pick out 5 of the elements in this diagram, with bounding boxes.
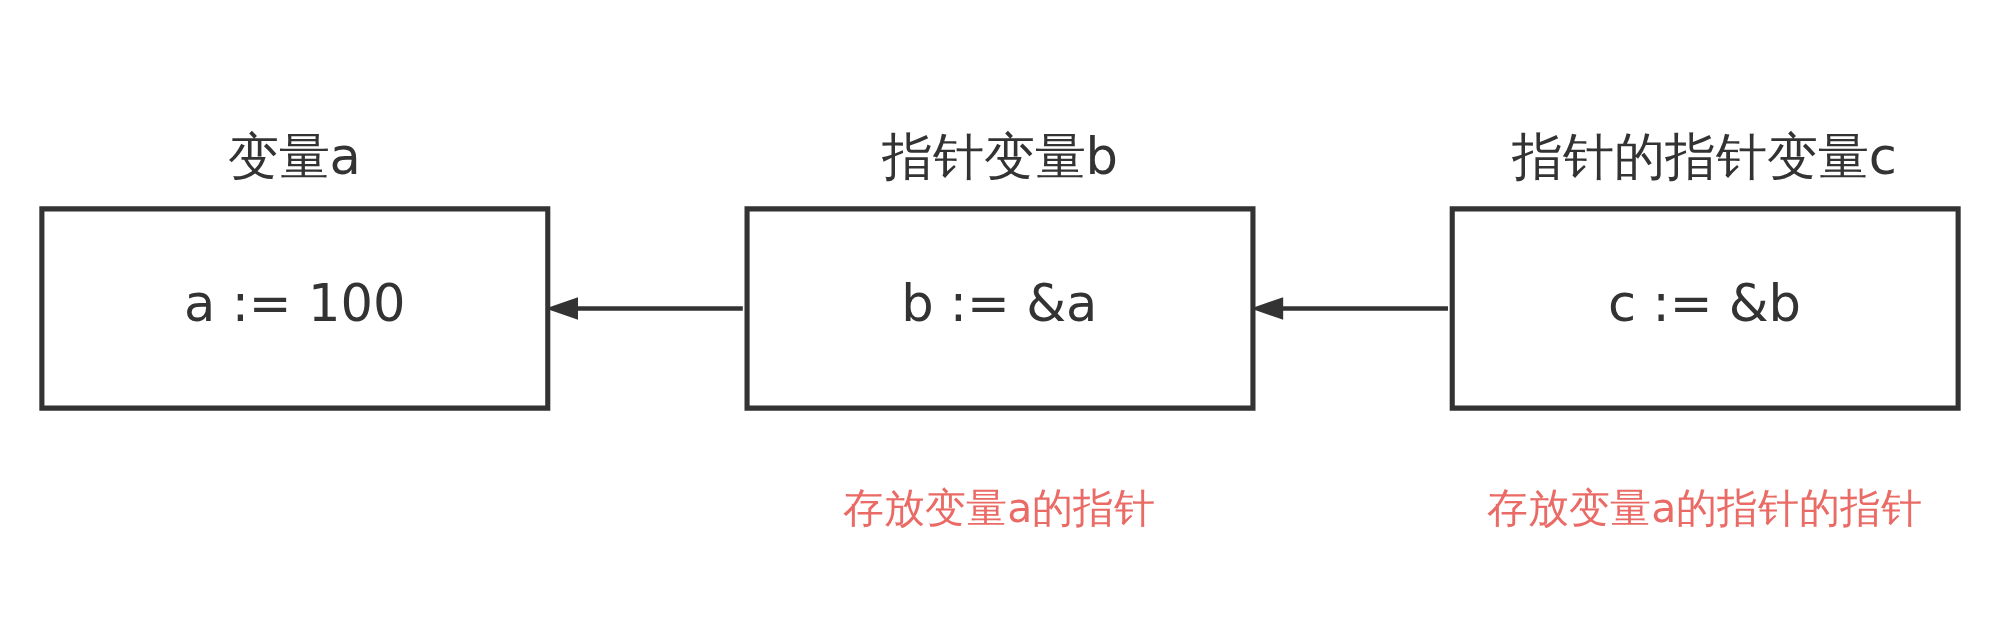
node-label: 指针变量b — [881, 126, 1119, 186]
node-label: 存放变量a的指针的指针 — [1487, 483, 1923, 532]
node-label: 变量a — [227, 126, 361, 186]
node-label: 指针的指针变量c — [1511, 126, 1897, 186]
node-label: 存放变量a的指针 — [843, 483, 1156, 532]
